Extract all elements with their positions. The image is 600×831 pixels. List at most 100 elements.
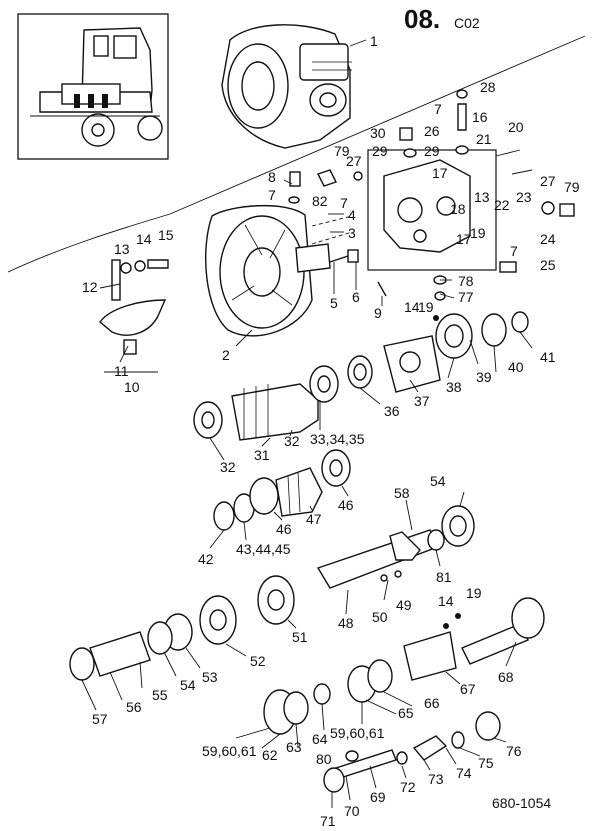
callout-66: 66 [424, 695, 440, 711]
callout-38: 38 [446, 379, 462, 395]
callout-73: 73 [428, 771, 444, 787]
callout-42: 42 [198, 551, 214, 567]
callout-14-mid: 14 [404, 299, 420, 315]
callout-81: 81 [436, 569, 452, 585]
callout-8: 8 [268, 169, 276, 185]
callout-41: 41 [540, 349, 556, 365]
callout-23: 23 [516, 189, 532, 205]
callout-33-34-35: 33,34,35 [310, 431, 365, 447]
callout-56: 56 [126, 699, 142, 715]
gearbox-housing-assembly [221, 24, 352, 149]
callout-14-lower: 14 [438, 593, 454, 609]
code-main: 08. [404, 4, 440, 34]
callout-16: 16 [472, 109, 488, 125]
callout-59-60-61-upper: 59,60,61 [330, 725, 385, 741]
callout-58: 58 [394, 485, 410, 501]
callout-50: 50 [372, 609, 388, 625]
main-shaft-group [316, 505, 475, 589]
callout-32-right: 32 [284, 433, 300, 449]
callout-29-left: 29 [372, 143, 388, 159]
callout-47: 47 [306, 511, 322, 527]
callout-72: 72 [400, 779, 416, 795]
output-cover-group [383, 311, 529, 393]
callout-30: 30 [370, 125, 386, 141]
document-number: 680-1054 [492, 795, 551, 811]
callout-77: 77 [458, 289, 474, 305]
callout-17-bottom: 17 [456, 231, 472, 247]
callout-32-left: 32 [220, 459, 236, 475]
callout-7-right: 7 [510, 243, 518, 259]
gear-cluster-upper [213, 449, 351, 531]
callout-54-top: 54 [430, 473, 446, 489]
callout-4: 4 [348, 207, 356, 223]
pump-cover-assembly [367, 149, 497, 271]
callout-49: 49 [396, 597, 412, 613]
callout-26: 26 [424, 123, 440, 139]
callout-69: 69 [370, 789, 386, 805]
assembly-box [367, 149, 497, 271]
callout-79-right: 79 [564, 179, 580, 195]
callout-19-mid: 19 [418, 299, 434, 315]
input-shaft-group [193, 355, 373, 441]
callout-22: 22 [494, 197, 510, 213]
callout-10: 10 [124, 379, 140, 395]
callout-46-left: 46 [276, 521, 292, 537]
gear-cluster-lower [69, 575, 295, 681]
callout-28: 28 [480, 79, 496, 95]
callout-15: 15 [158, 227, 174, 243]
callout-5: 5 [330, 295, 338, 311]
callout-21: 21 [476, 131, 492, 147]
callout-6: 6 [352, 289, 360, 305]
callout-76: 76 [506, 743, 522, 759]
callout-53: 53 [202, 669, 218, 685]
callout-31: 31 [254, 447, 270, 463]
callout-13-right: 13 [474, 189, 490, 205]
callout-62: 62 [262, 747, 278, 763]
callout-39: 39 [476, 369, 492, 385]
callout-18: 18 [450, 201, 466, 217]
callout-48: 48 [338, 615, 354, 631]
bell-housing [205, 204, 331, 337]
callout-36: 36 [384, 403, 400, 419]
callout-78: 78 [458, 273, 474, 289]
vehicle-locator-inset [17, 13, 169, 160]
callout-80: 80 [316, 751, 332, 767]
callout-63: 63 [286, 739, 302, 755]
callout-55: 55 [152, 687, 168, 703]
callout-67: 67 [460, 681, 476, 697]
callout-71: 71 [320, 813, 336, 829]
synchro-rings-group [263, 689, 309, 735]
callout-59-60-61-lower: 59,60,61 [202, 743, 257, 759]
callout-12: 12 [82, 279, 98, 295]
callout-labels: 1 2 3 4 5 6 7 7 7 7 8 9 10 11 12 13 13 1… [82, 33, 580, 829]
callout-74: 74 [456, 765, 472, 781]
callout-70: 70 [344, 803, 360, 819]
callout-14-left: 14 [136, 231, 152, 247]
callout-25: 25 [540, 257, 556, 273]
callout-19-lower: 19 [466, 585, 482, 601]
callout-27-left: 27 [346, 153, 362, 169]
callout-7-left: 7 [268, 187, 276, 203]
callout-7-top: 7 [434, 101, 442, 117]
callout-79-left: 79 [334, 143, 350, 159]
leader-lines [81, 39, 533, 808]
callout-65: 65 [398, 705, 414, 721]
shift-fork-group [99, 259, 169, 373]
callout-75: 75 [478, 755, 494, 771]
diagram-code: 08. C02 [404, 4, 480, 34]
callout-37: 37 [414, 393, 430, 409]
callout-27-right: 27 [540, 173, 556, 189]
callout-9: 9 [374, 305, 382, 321]
fasteners-top [288, 89, 575, 301]
callout-13-left: 13 [114, 241, 130, 257]
callout-43-44-45: 43,44,45 [236, 541, 291, 557]
callout-2: 2 [222, 347, 230, 363]
callout-57: 57 [92, 711, 108, 727]
callout-82: 82 [312, 193, 328, 209]
callout-64: 64 [312, 731, 328, 747]
callout-19-box: 19 [470, 225, 486, 241]
callout-40: 40 [508, 359, 524, 375]
truck-icon [30, 27, 163, 147]
callout-3: 3 [348, 225, 356, 241]
